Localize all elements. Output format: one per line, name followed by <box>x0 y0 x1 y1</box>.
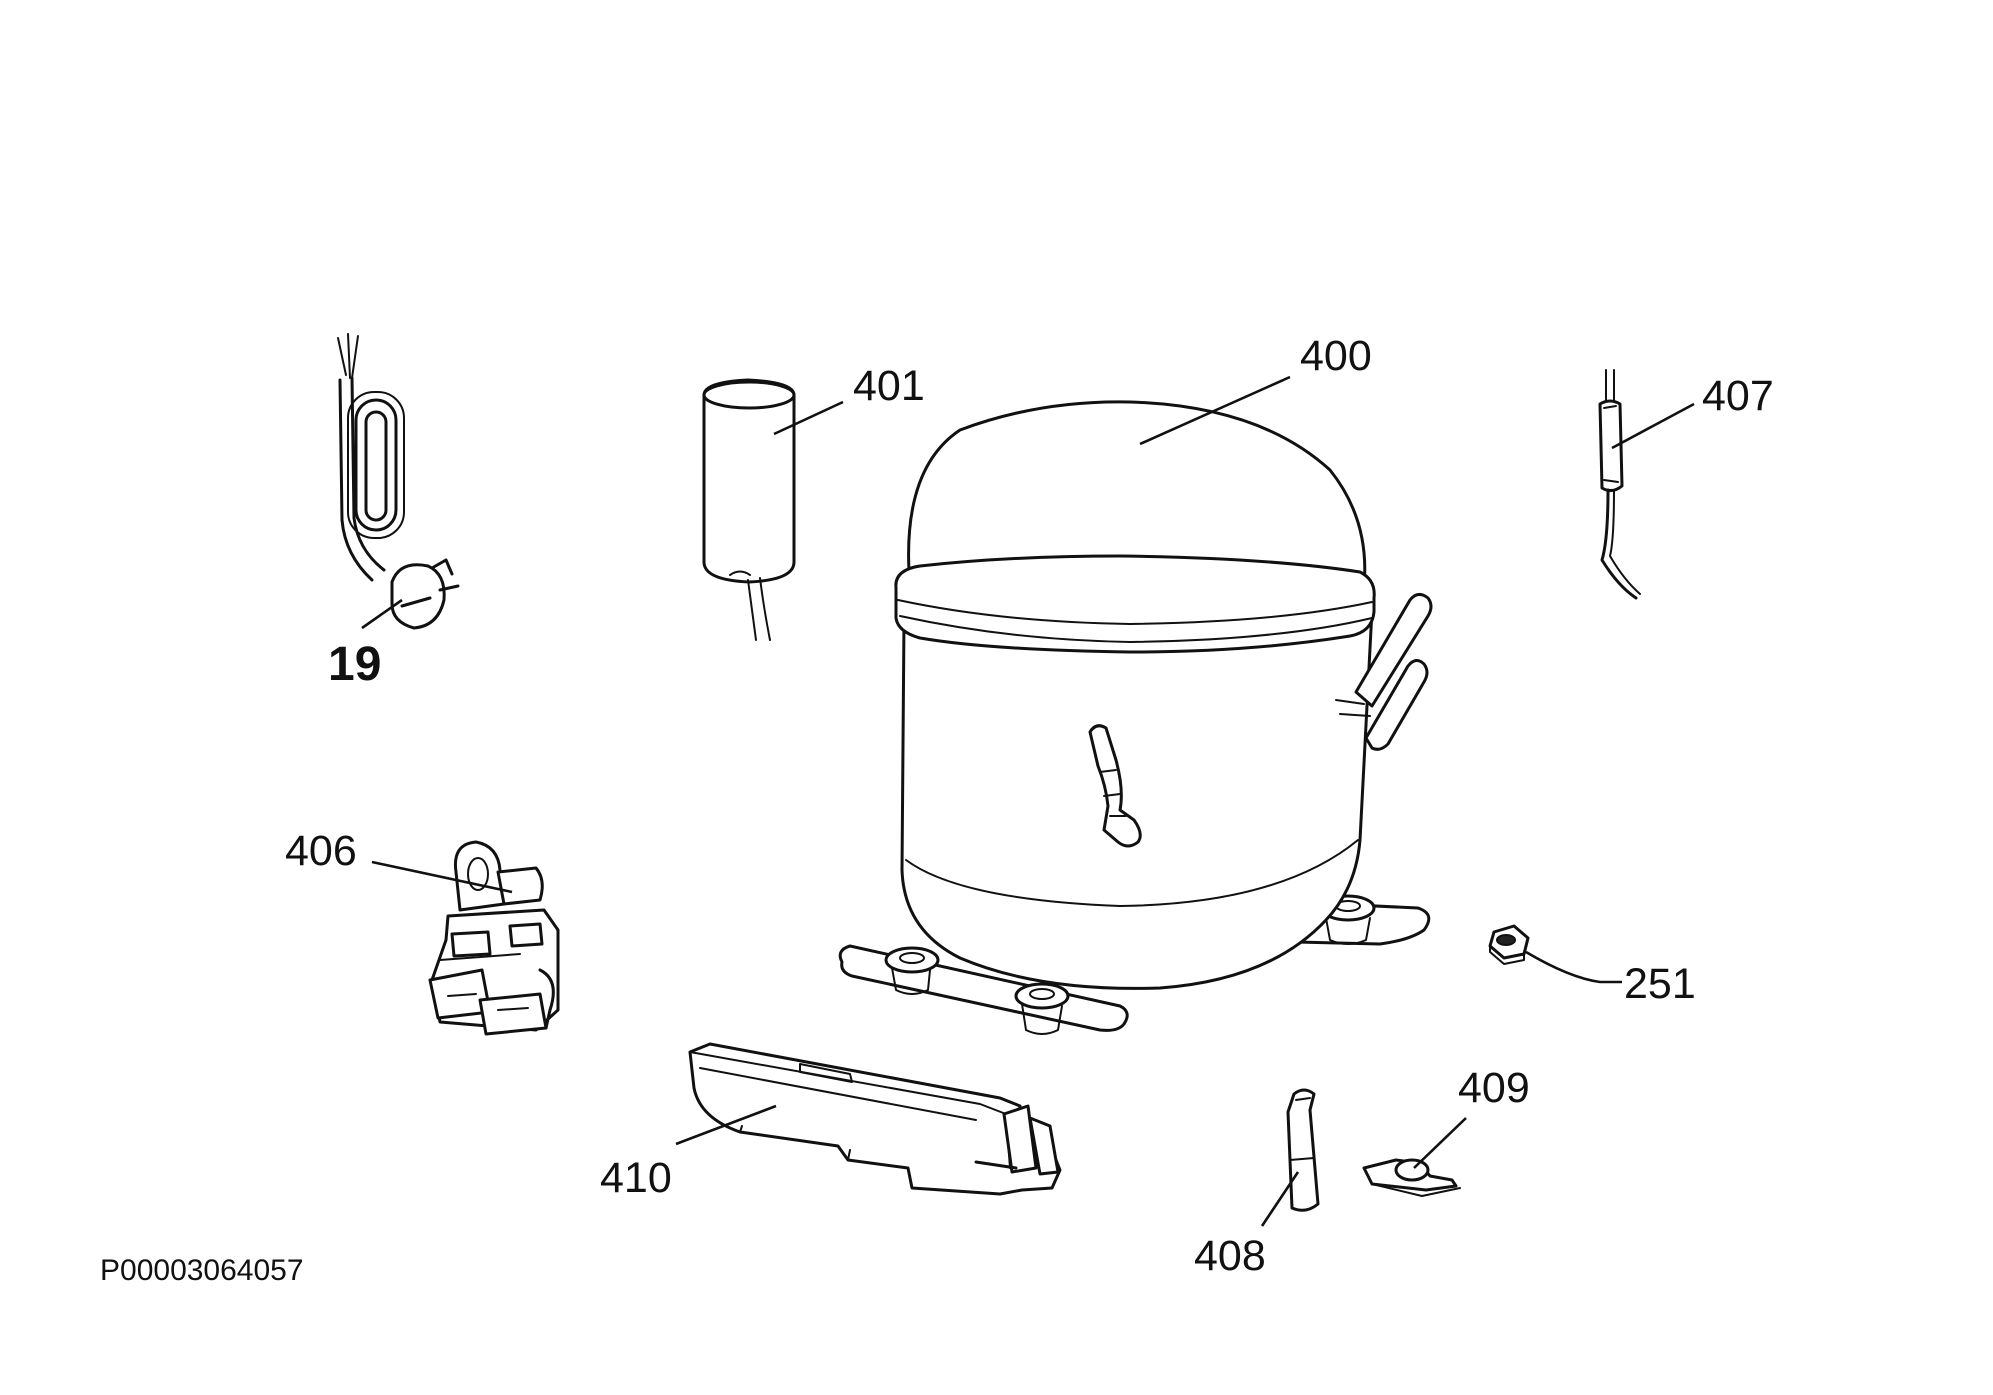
part-401-capacitor-drawing <box>702 378 796 641</box>
callout-410: 410 <box>600 1154 672 1202</box>
leader-408 <box>1260 1171 1300 1227</box>
leader-406 <box>371 860 513 894</box>
callout-408: 408 <box>1194 1232 1266 1280</box>
callout-401: 401 <box>853 362 925 410</box>
leader-401 <box>773 400 844 436</box>
leader-251 <box>1525 950 1622 984</box>
part-251-nut-drawing <box>1488 924 1530 965</box>
part-400-compressor-drawing <box>838 400 1433 1035</box>
callout-407: 407 <box>1702 372 1774 420</box>
part-19-power-cable-drawing <box>337 333 460 630</box>
leader-407 <box>1611 402 1695 450</box>
part-407-dryer-filter-drawing <box>1598 369 1641 600</box>
leader-400 <box>1139 375 1291 446</box>
callout-19: 19 <box>328 638 381 691</box>
part-408-tube-connector-drawing <box>1286 1088 1320 1212</box>
leader-409 <box>1413 1117 1467 1169</box>
leader-19 <box>361 598 403 630</box>
part-410-cover-drawing <box>688 1042 1062 1196</box>
callout-409: 409 <box>1458 1064 1530 1112</box>
part-406-starter-relay-drawing <box>428 840 560 1036</box>
callout-251: 251 <box>1624 960 1696 1008</box>
callout-400: 400 <box>1300 332 1372 380</box>
callout-406: 406 <box>285 827 357 875</box>
part-409-clip-drawing <box>1362 1158 1461 1197</box>
leader-410 <box>675 1104 777 1146</box>
drawing-code: P00003064057 <box>100 1254 304 1287</box>
